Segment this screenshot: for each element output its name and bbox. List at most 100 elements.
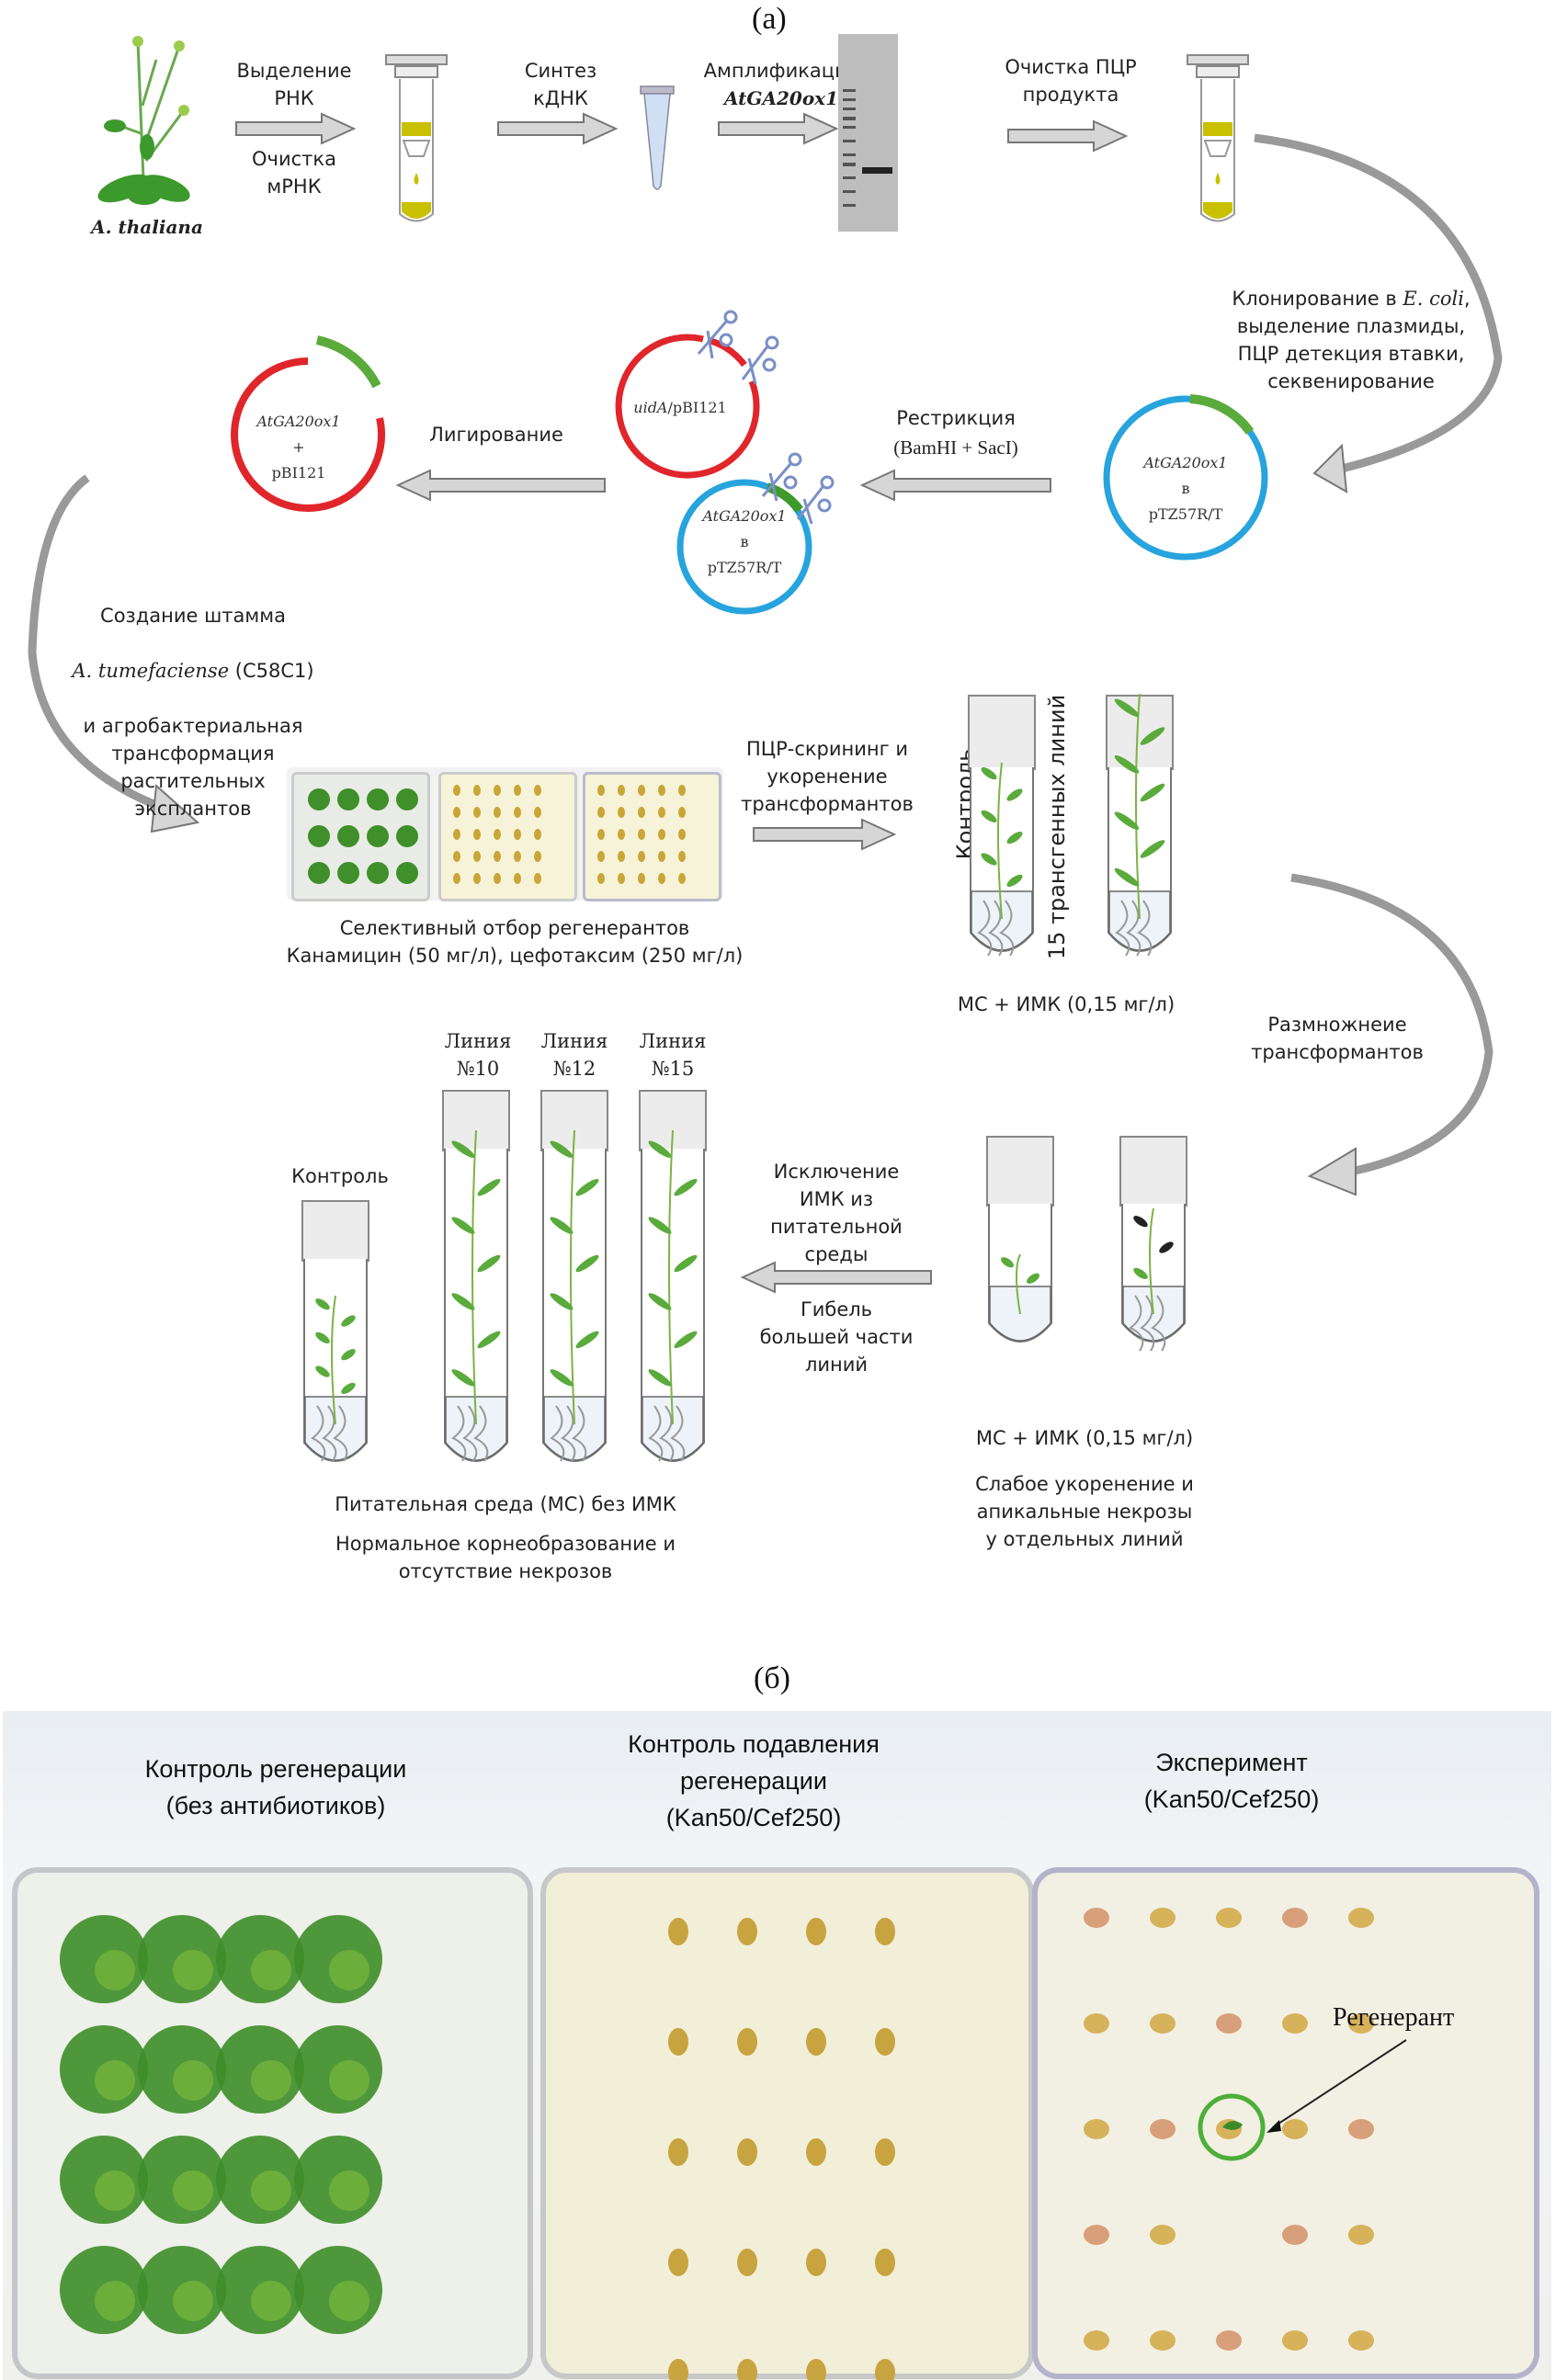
callus-highlight [251, 1950, 291, 1990]
explant [494, 785, 501, 796]
explant [1348, 2119, 1374, 2139]
agro-organism: A. tumefaciense [72, 660, 230, 682]
explant [534, 807, 541, 818]
agro-line1: Создание штамма [100, 605, 286, 627]
callus [396, 825, 418, 847]
explant [453, 851, 460, 862]
ptz-cut-gene: AtGA20ox1 [702, 507, 787, 525]
ptz-cut-mid: в [740, 533, 749, 550]
cdna-synthesis-label: Синтез кДНК [524, 60, 597, 109]
leaf [315, 1298, 330, 1310]
root [1129, 1295, 1144, 1352]
explant [1282, 2225, 1308, 2245]
leaf [674, 1254, 698, 1273]
explant [618, 851, 625, 862]
stem [471, 1129, 477, 1425]
callus-highlight [329, 2170, 369, 2211]
callus [308, 788, 330, 810]
leaf [575, 1178, 599, 1196]
root [977, 900, 993, 957]
tube-cap [986, 1136, 1054, 1207]
explant [1150, 1908, 1176, 1928]
explant [514, 807, 521, 818]
callus-highlight [173, 1950, 213, 1990]
arrow-left-icon [740, 1261, 932, 1294]
callus-highlight [173, 2060, 213, 2101]
root [473, 1405, 489, 1462]
callus-highlight [251, 2170, 291, 2211]
explant [678, 785, 686, 796]
explant [1348, 2013, 1374, 2034]
explant [597, 829, 605, 840]
leaf [648, 1293, 672, 1310]
leaf [981, 853, 997, 866]
pbi121-plasmid-label: uidA/pBI121 [607, 395, 754, 421]
leaf [1140, 783, 1165, 802]
explant [597, 785, 605, 796]
stem [1149, 1207, 1154, 1315]
explant [806, 2028, 826, 2056]
explant [668, 2138, 688, 2166]
panel-a-letter: (a) [752, 2, 787, 36]
ptz-vector: pTZ57R/T [1148, 505, 1223, 523]
explant [453, 807, 460, 818]
final-line-12-tube-icon [540, 1090, 608, 1462]
callus-highlight [173, 2170, 213, 2211]
explant [737, 2028, 757, 2056]
explant [737, 2249, 757, 2276]
ptz-gene: AtGA20ox1 [1143, 454, 1228, 471]
explant [1150, 2013, 1176, 2034]
explant [875, 2249, 895, 2276]
explant [494, 807, 501, 818]
arrow-left-icon [395, 469, 606, 502]
explant [453, 873, 460, 884]
leaf [550, 1217, 574, 1234]
weak-medium-label: МС + ИМК (0,15 мг/л) [975, 1427, 1194, 1449]
explant [678, 851, 686, 862]
callus-highlight [95, 1950, 135, 1990]
panel-b-letter: (б) [754, 1661, 790, 1695]
explant [494, 829, 501, 840]
explant [473, 873, 481, 884]
leaf [981, 767, 997, 780]
callus [308, 825, 330, 847]
leaf [1006, 874, 1023, 887]
explant [658, 829, 665, 840]
final-line-12-label: Линия №12 [540, 1030, 608, 1080]
leaf [550, 1293, 574, 1310]
agro-strain: (C58C1) [229, 660, 314, 682]
explant [1282, 1908, 1308, 1928]
explant [668, 2249, 688, 2276]
result-plasmid-icon [231, 335, 385, 512]
explant [1084, 2225, 1109, 2245]
callus [337, 862, 359, 884]
ptz-plasmid-label: AtGA20ox1 в pTZ57R/T [1126, 450, 1245, 527]
pbi-gene: uidA [633, 399, 668, 416]
photo-container-2 [540, 1867, 1034, 2379]
root [1126, 900, 1141, 957]
final-control-label: Контроль [291, 1165, 389, 1187]
explant [514, 873, 521, 884]
ptz-mid: в [1181, 480, 1190, 497]
tube-medium [1108, 890, 1171, 951]
rooting-transgenic-label: 15 трансгенных линий [1044, 694, 1070, 960]
explant [597, 807, 605, 818]
explant [473, 807, 481, 818]
explant [1216, 2330, 1242, 2351]
stem [668, 1129, 674, 1425]
curved-arrow-icon [1290, 873, 1494, 1196]
explant [453, 785, 460, 796]
leaf [674, 1178, 698, 1196]
callus-highlight [95, 2281, 135, 2321]
leaf [550, 1369, 574, 1387]
arabidopsis-plant-icon [97, 36, 190, 205]
explant [514, 851, 521, 862]
regenerant-callout-arrow [1198, 2039, 1407, 2161]
leaf [477, 1331, 501, 1349]
callus-highlight [95, 2060, 135, 2101]
explant [494, 873, 501, 884]
propagation-label: Размножнеие трансформантов [1251, 1014, 1424, 1063]
tube-medium [971, 890, 1033, 951]
exclusion-label: Исключение ИМК из питательной среды [770, 1161, 903, 1265]
final-line-10-tube-icon [442, 1090, 510, 1462]
